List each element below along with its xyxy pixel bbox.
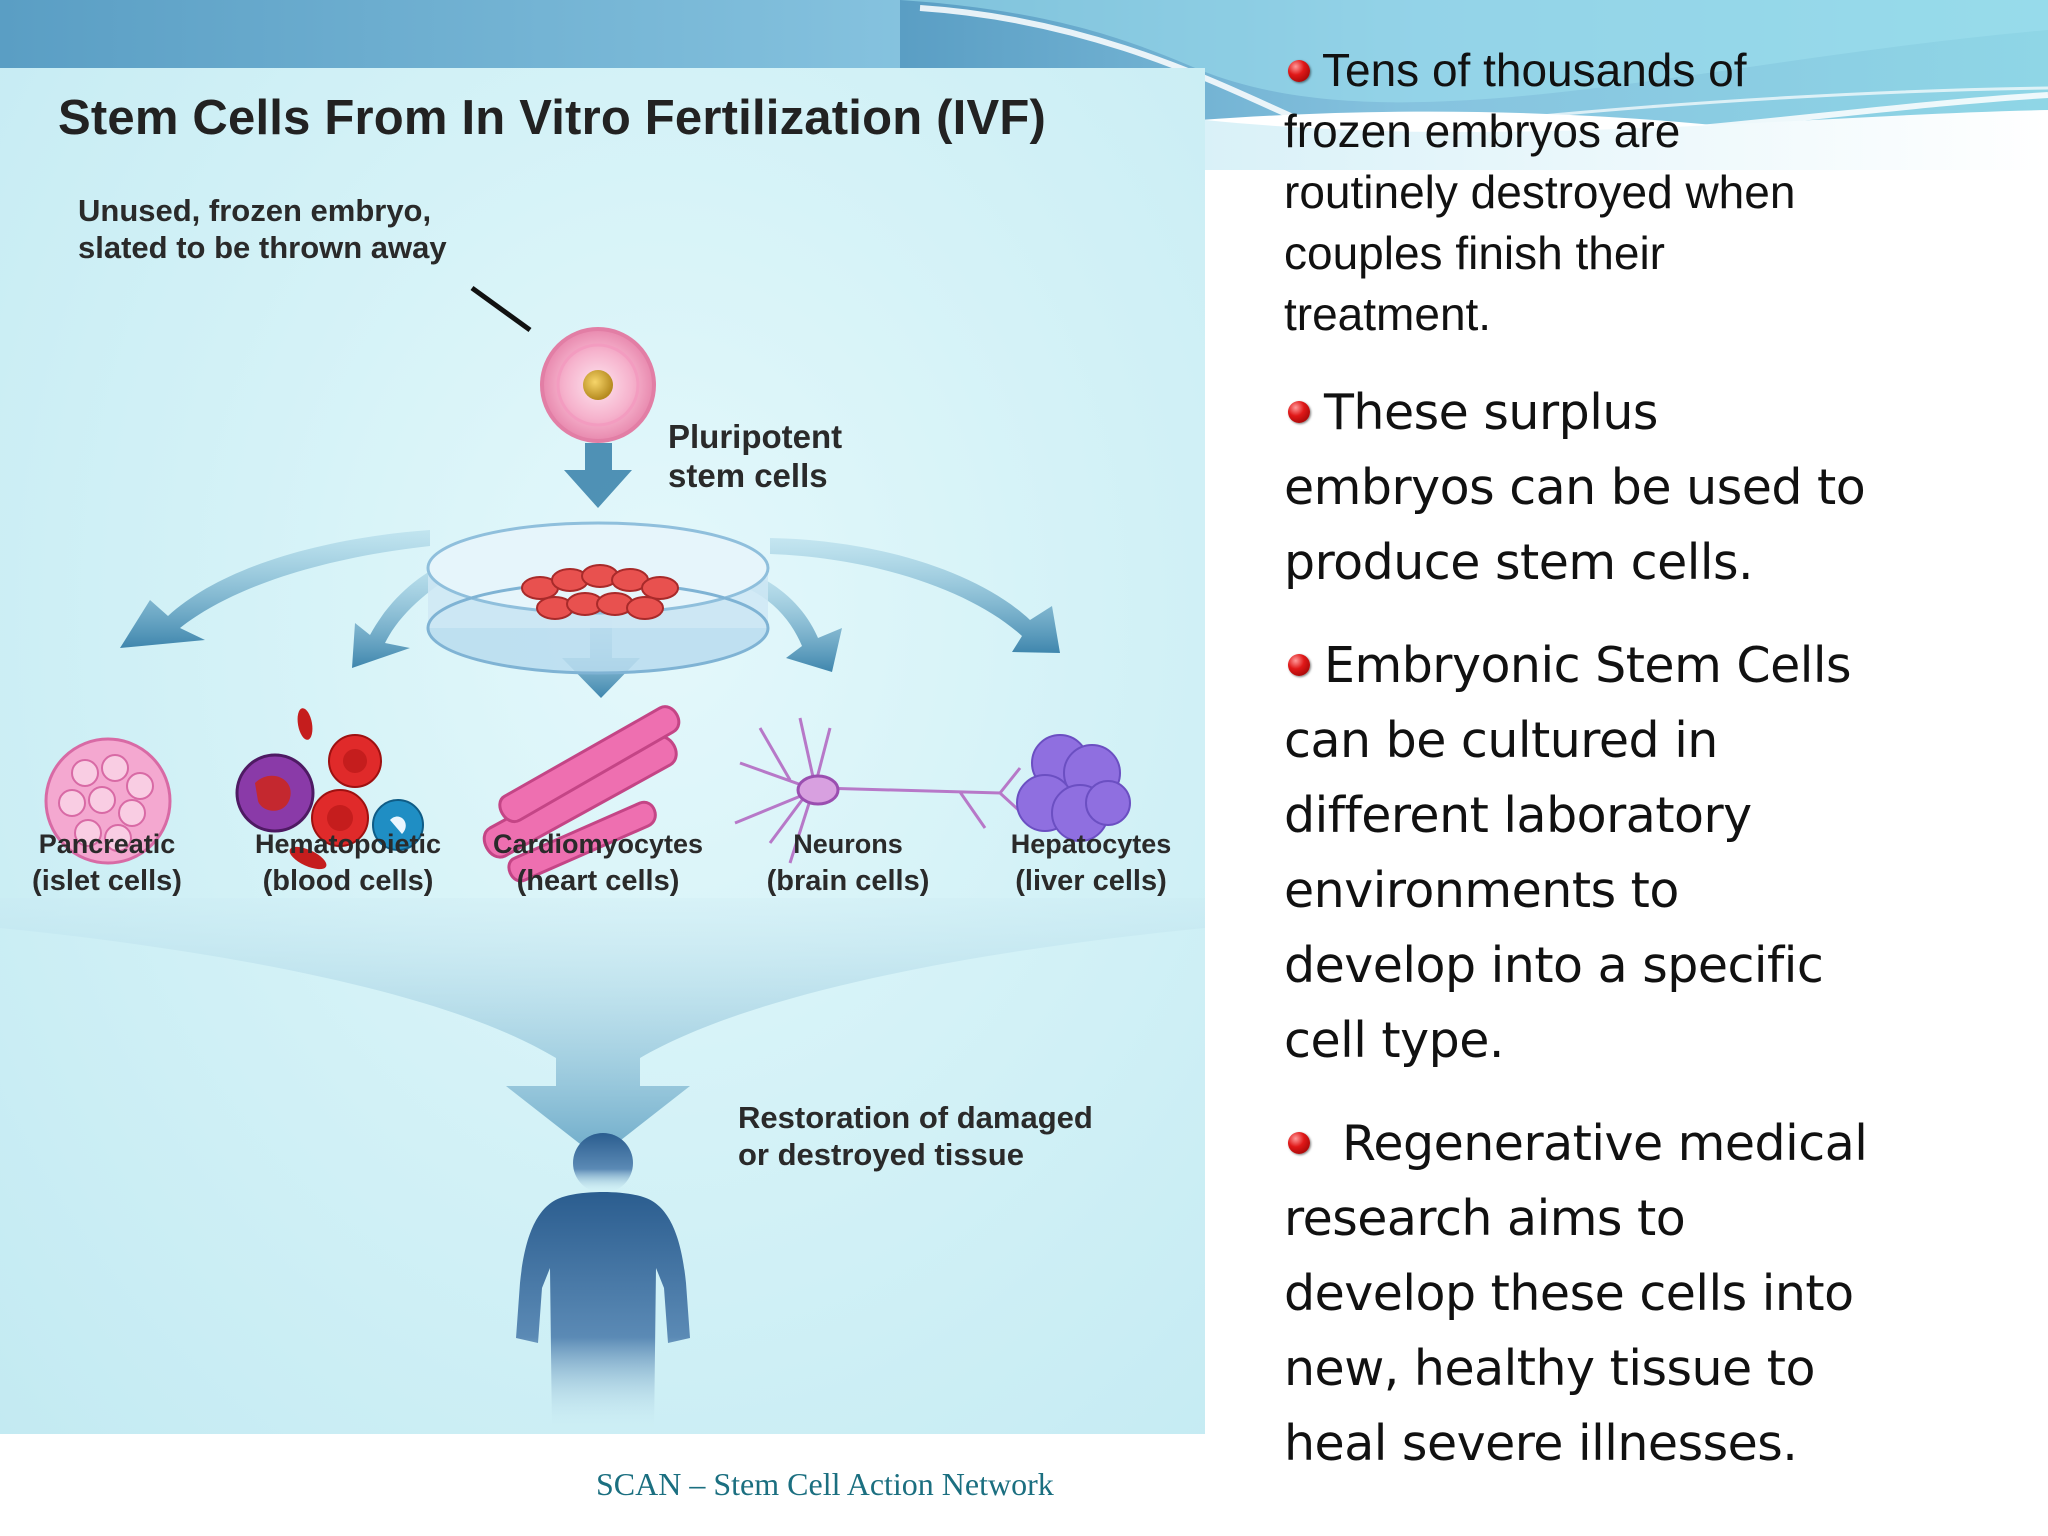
bullet-sphere-icon: [1288, 1132, 1310, 1154]
bullet-text: These surplus embryos can be used to pro…: [1284, 384, 1866, 591]
cell-type-name: Neurons: [793, 829, 903, 859]
figure-title: Stem Cells From In Vitro Fertilization (…: [58, 91, 1047, 145]
bullet-item: Embryonic Stem Cells can be cultured in …: [1284, 628, 2044, 1078]
arrow-to-dish: [564, 443, 632, 508]
cell-type-sub: (liver cells): [1015, 865, 1167, 898]
header-swoosh: [0, 0, 2048, 170]
cell-type-sub: (islet cells): [32, 865, 182, 898]
cell-type-name: Pancreatic: [38, 829, 176, 859]
bullet-sphere-icon: [1288, 401, 1310, 423]
footer-credit: SCAN – Stem Cell Action Network: [596, 1466, 1054, 1502]
ivf-stem-cell-figure: Stem Cells From In Vitro Fertilization (…: [0, 68, 1205, 1434]
embryo-icon: [540, 327, 656, 443]
neuron-icon: [734, 717, 1027, 864]
bullet-text: Tens of thousands of frozen embryos are …: [1284, 44, 1796, 340]
cell-type-neurons: Neurons (brain cells): [733, 826, 963, 902]
cell-type-sub: (brain cells): [766, 865, 930, 898]
cell-type-cardiomyocytes: Cardiomyocytes (heart cells): [483, 826, 713, 902]
bullet-sphere-icon: [1288, 60, 1310, 82]
cell-type-pancreatic: Pancreatic (islet cells): [0, 826, 222, 902]
bullet-list: Tens of thousands of frozen embryos are …: [1284, 40, 2044, 1481]
bullet-item: These surplus embryos can be used to pro…: [1284, 375, 2044, 600]
restoration-label: Restoration of damaged or destroyed tiss…: [738, 1100, 1093, 1172]
embryo-pointer: [470, 285, 532, 333]
funnel-arrow: [0, 898, 1205, 1158]
liver-cell-icon: [1016, 734, 1131, 842]
pluripotent-label: Pluripotent stem cells: [668, 418, 843, 494]
cell-type-sub: (blood cells): [262, 865, 434, 898]
cell-type-name: Hematopoietic: [254, 829, 442, 859]
cell-type-name: Hepatocytes: [1010, 829, 1172, 859]
bullet-item: Regenerative medical research aims to de…: [1284, 1106, 2044, 1481]
figure-artwork: [0, 285, 1205, 1434]
bullet-item: Tens of thousands of frozen embryos are …: [1284, 40, 2044, 345]
cell-type-sub: (heart cells): [516, 865, 680, 898]
bullet-sphere-icon: [1288, 654, 1310, 676]
cell-type-name: Cardiomyocytes: [492, 829, 704, 859]
embryo-label: Unused, frozen embryo, slated to be thro…: [78, 193, 447, 265]
bullet-text: Embryonic Stem Cells can be cultured in …: [1284, 637, 1852, 1069]
heart-cell-icon: [482, 705, 681, 883]
bullet-text: Regenerative medical research aims to de…: [1284, 1115, 1868, 1472]
cell-type-hepatocytes: Hepatocytes (liver cells): [976, 826, 1205, 902]
petri-dish-icon: [426, 521, 770, 675]
pancreatic-cell-icon: [44, 737, 172, 865]
cell-type-hematopoietic: Hematopoietic (blood cells): [233, 826, 463, 902]
human-silhouette-icon: [516, 1133, 690, 1434]
blood-cell-icon: [235, 708, 424, 870]
